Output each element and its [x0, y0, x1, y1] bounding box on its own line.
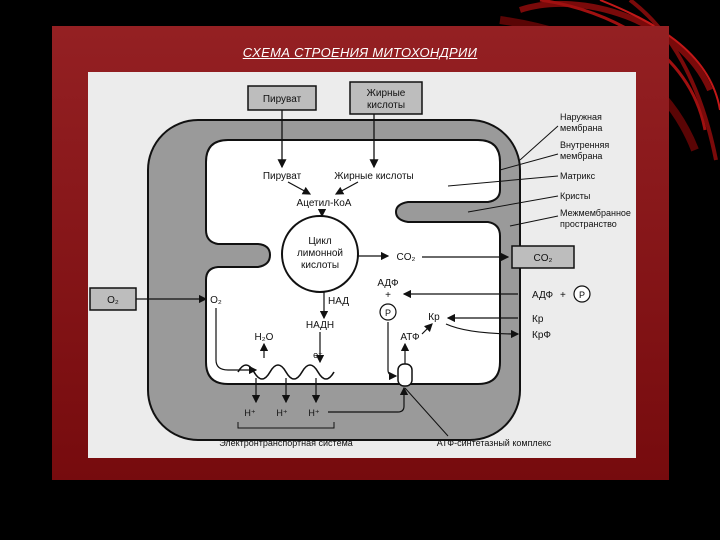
legend-outer-membrane-2: мембрана	[560, 123, 602, 133]
krf-outer-label: КрФ	[532, 330, 551, 341]
pyruvate-box-label: Пируват	[263, 94, 302, 105]
acetyl-coa-label: Ацетил-КоА	[297, 198, 352, 209]
kr-outer-label: Кр	[532, 314, 544, 325]
legend-cristae: Кристы	[560, 191, 590, 201]
cycle-label-2: лимонной	[297, 248, 343, 259]
fatty-acids-box-label-1: Жирные	[367, 88, 406, 99]
adp-outer-label: АДФ	[532, 290, 554, 301]
plus-inner-label: +	[385, 290, 391, 301]
co2-inner-label: CO₂	[397, 252, 416, 263]
nadh-label: НАДН	[306, 320, 334, 331]
atp-synthase-label: АТФ-синтетазный комплекс	[437, 438, 552, 448]
cycle-label-1: Цикл	[308, 236, 331, 247]
legend-outer-membrane-1: Наружная	[560, 112, 602, 122]
h-plus-1: H⁺	[244, 408, 255, 418]
o2-inner-label: O₂	[210, 295, 222, 306]
plus-outer-label: +	[560, 290, 566, 301]
co2-box-label: CO₂	[534, 253, 553, 264]
h-plus-3: H⁺	[308, 408, 319, 418]
cycle-label-3: кислоты	[301, 260, 339, 271]
pointer-outer-membrane	[520, 126, 558, 160]
h2o-label: H₂O	[255, 332, 274, 343]
legend-inner-membrane-2: мембрана	[560, 151, 602, 161]
legend-intermembrane-1: Межмембранное	[560, 208, 631, 218]
p-inner-label: P	[385, 308, 391, 318]
o2-box-label: O₂	[107, 295, 119, 306]
h-plus-2: H⁺	[276, 408, 287, 418]
kr-inner-label: Кр	[428, 312, 440, 323]
nad-label: НАД	[328, 296, 349, 307]
slide-title: СХЕМА СТРОЕНИЯ МИТОХОНДРИИ	[0, 45, 720, 60]
legend-inner-membrane-1: Внутренняя	[560, 140, 609, 150]
p-outer-label: P	[579, 290, 585, 300]
etc-label: Электронтранспортная система	[219, 438, 353, 448]
mitochondria-figure: Пируват Жирные кислоты O₂ CO₂ Пируват Жи…	[88, 72, 636, 458]
pyruvate-label: Пируват	[263, 171, 302, 182]
fatty-acids-label: Жирные кислоты	[334, 171, 413, 182]
electron-label: e⁻	[313, 350, 323, 360]
fatty-acids-box-label-2: кислоты	[367, 100, 405, 111]
legend-matrix: Матрикс	[560, 171, 596, 181]
legend-intermembrane-2: пространство	[560, 219, 617, 229]
adp-inner-label: АДФ	[377, 278, 399, 289]
mitochondria-diagram: Пируват Жирные кислоты O₂ CO₂ Пируват Жи…	[88, 72, 636, 458]
atp-synthase	[398, 364, 412, 386]
atp-inner-label: АТФ	[400, 332, 420, 343]
